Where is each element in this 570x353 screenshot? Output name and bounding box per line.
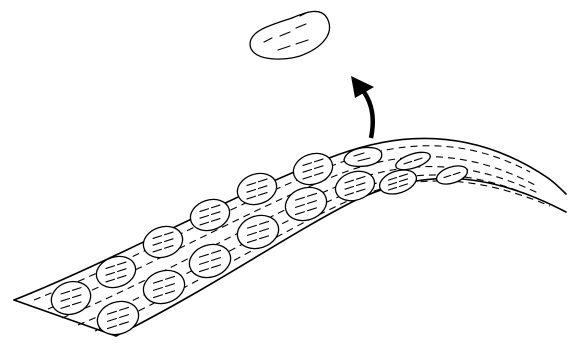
cell <box>139 222 186 263</box>
cell <box>332 167 379 206</box>
detached-cell <box>250 11 330 59</box>
cell-outline <box>332 167 379 206</box>
cell <box>289 149 336 190</box>
cell-outline <box>93 296 143 339</box>
cell <box>93 296 143 339</box>
cell-outline <box>186 195 233 236</box>
cell-outline <box>434 162 469 187</box>
cell <box>394 149 433 173</box>
cell-outline <box>139 265 189 308</box>
cell <box>377 166 420 199</box>
cell <box>281 182 331 225</box>
cell-outline <box>139 222 186 263</box>
cell-outline <box>377 166 420 199</box>
cell-grid <box>47 149 470 340</box>
up-arrow-head <box>351 76 374 98</box>
cell <box>233 210 283 253</box>
cell <box>434 162 469 187</box>
cell <box>186 195 233 236</box>
cell-outline <box>233 210 283 253</box>
cell-outline <box>394 149 433 173</box>
cell-outline <box>233 169 280 210</box>
up-arrow-shaft <box>364 92 373 138</box>
cell-outline <box>185 239 235 282</box>
cell-outline <box>289 149 336 190</box>
cell <box>233 169 280 210</box>
cell <box>139 265 189 308</box>
sheet-bottom-edge <box>116 178 566 336</box>
cell-outline <box>281 182 331 225</box>
up-arrow <box>351 76 374 138</box>
cell <box>185 239 235 282</box>
